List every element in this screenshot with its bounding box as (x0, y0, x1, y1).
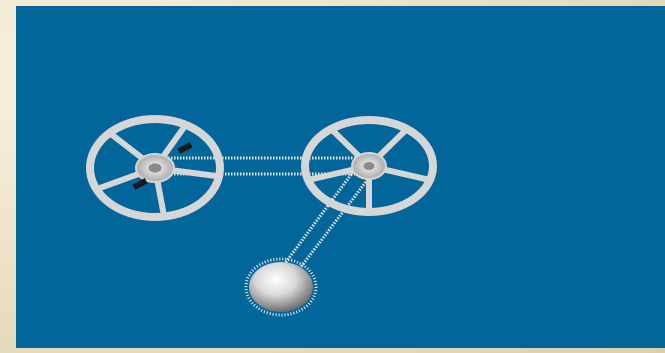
right-wheel-rim (301, 116, 437, 216)
pendulum-bob (244, 257, 318, 317)
left-wheel-clip-bottom (132, 178, 148, 190)
horizontal-link (156, 156, 368, 176)
right-wheel-axle (362, 160, 376, 172)
right-wheel (301, 116, 437, 216)
left-wheel (86, 115, 224, 221)
pendulum-rod (278, 159, 377, 277)
left-wheel-axle (147, 162, 163, 174)
left-wheel-rim (86, 115, 224, 221)
left-wheel-clip-top (177, 142, 193, 154)
